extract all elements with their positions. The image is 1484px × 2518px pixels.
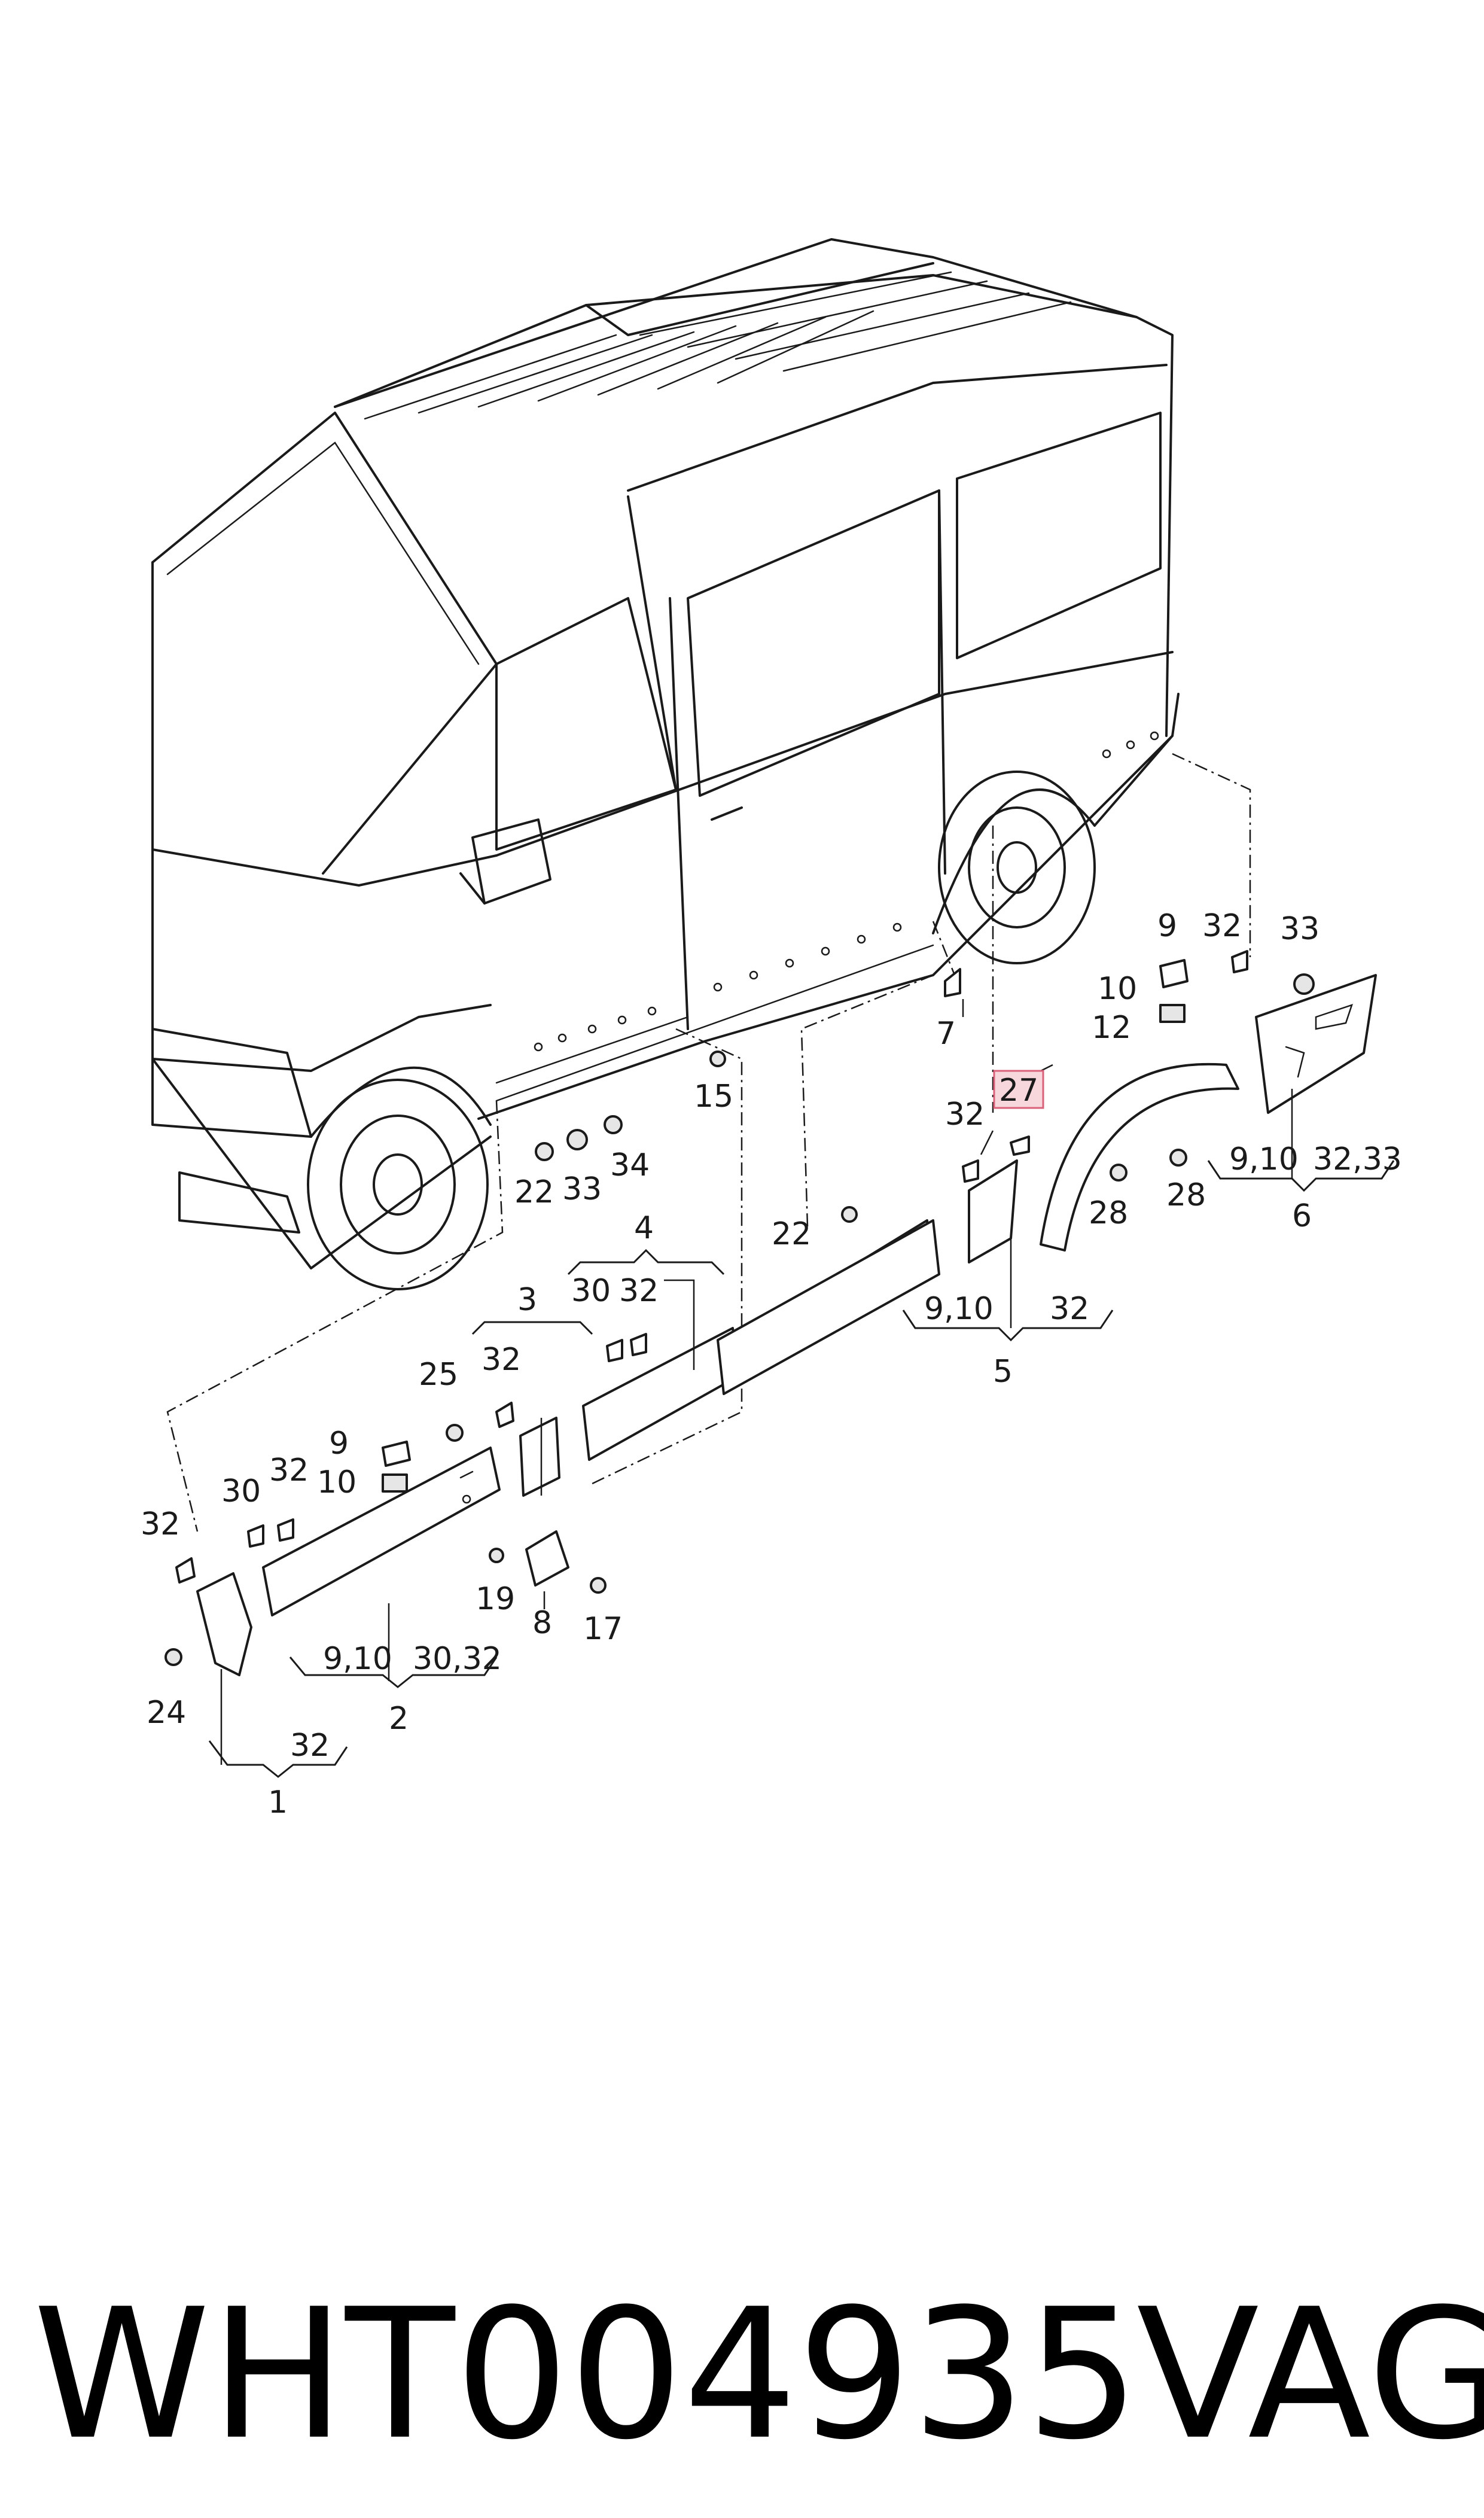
label-8: 8 <box>532 1605 552 1641</box>
trim-part-8 <box>525 1530 569 1587</box>
sill-panel-long <box>717 1219 940 1395</box>
clip-27 <box>1010 1135 1030 1156</box>
label-28-a: 28 <box>1089 1195 1128 1231</box>
label-5: 5 <box>993 1354 1013 1390</box>
highlight-box <box>993 1070 1044 1109</box>
fastener-28-a <box>1110 1164 1128 1182</box>
label-group5-a: 9,10 <box>924 1291 994 1327</box>
label-32-f: 32 <box>1202 908 1242 944</box>
relation-lines <box>166 753 1251 1532</box>
clip-30-a <box>247 1524 264 1548</box>
label-32-d: 32 <box>619 1273 659 1309</box>
trim-part-7 <box>944 968 961 997</box>
clip-32-a <box>175 1557 196 1584</box>
fastener-34 <box>604 1115 623 1134</box>
label-30-b: 30 <box>571 1273 611 1309</box>
clip-32-b <box>277 1518 294 1542</box>
label-27-highlighted: 27 <box>999 1073 1038 1109</box>
fastener-17 <box>590 1577 607 1594</box>
label-22-b: 22 <box>772 1216 811 1252</box>
label-6: 6 <box>1292 1198 1312 1234</box>
reference-code: WHT004935 <box>33 2270 1140 2479</box>
fastener-15 <box>709 1051 726 1067</box>
label-group6-a: 9,10 <box>1229 1141 1299 1177</box>
clip-10-front <box>382 1473 408 1493</box>
trim-part-3 <box>519 1417 560 1497</box>
fastener-25 <box>446 1424 464 1442</box>
fastener-22-b <box>841 1206 858 1223</box>
label-1: 1 <box>268 1785 288 1820</box>
label-33-b: 33 <box>1280 911 1320 947</box>
label-28-b: 28 <box>1166 1177 1206 1213</box>
label-19: 19 <box>476 1581 515 1617</box>
label-2: 2 <box>389 1701 409 1737</box>
clip-30-b <box>606 1339 623 1362</box>
trim-part-2 <box>262 1447 501 1616</box>
clip-32-c <box>495 1402 514 1428</box>
label-10-rear: 10 <box>1098 971 1137 1007</box>
clip-9-front <box>382 1441 411 1467</box>
label-32-e: 32 <box>945 1097 985 1132</box>
clip-9-rear <box>1159 959 1189 988</box>
fastener-33-a <box>566 1129 588 1150</box>
fastener-22-a <box>535 1142 554 1161</box>
clip-32-f <box>1231 950 1248 973</box>
fastener-33-b <box>1293 973 1315 995</box>
fastener-24 <box>164 1648 182 1666</box>
label-7: 7 <box>936 1016 956 1052</box>
wheel-arch-12 <box>1040 1062 1239 1252</box>
label-9-front: 9 <box>329 1426 349 1462</box>
brand-name: VAG <box>1136 2270 1484 2479</box>
label-30-a: 30 <box>221 1473 261 1509</box>
label-group6-b: 32,33 <box>1313 1141 1402 1177</box>
label-32-b: 32 <box>269 1453 309 1488</box>
label-4: 4 <box>634 1210 654 1246</box>
label-15: 15 <box>694 1079 733 1115</box>
trim-part-1 <box>196 1572 252 1676</box>
label-group2-a: 9,10 <box>323 1641 392 1677</box>
trim-part-6 <box>1255 974 1377 1114</box>
label-10-front: 10 <box>317 1464 356 1500</box>
clip-32-e <box>962 1159 979 1183</box>
part-labels: 1 32 2 9,10 30,32 3 4 5 9,10 32 6 9,10 3… <box>141 908 1402 1820</box>
label-group5-b: 32 <box>1050 1291 1089 1327</box>
fastener-28-b <box>1169 1149 1187 1167</box>
label-34: 34 <box>610 1147 650 1183</box>
fastener-19 <box>489 1548 504 1563</box>
label-3: 3 <box>517 1282 537 1318</box>
label-32-group1: 32 <box>290 1728 330 1764</box>
clip-32-d <box>630 1333 647 1356</box>
group-braces <box>208 1160 1395 1778</box>
label-17: 17 <box>583 1611 623 1647</box>
label-25: 25 <box>419 1357 458 1393</box>
label-group2-b: 30,32 <box>413 1641 502 1677</box>
van-illustration <box>151 238 1180 1290</box>
label-9-rear: 9 <box>1157 908 1177 944</box>
label-22-a: 22 <box>514 1174 554 1210</box>
label-33-a: 33 <box>562 1171 602 1207</box>
parts <box>164 950 1377 1676</box>
label-12: 12 <box>1092 1010 1131 1046</box>
clip-10-rear <box>1159 1004 1186 1023</box>
label-32-a: 32 <box>141 1506 180 1542</box>
label-24: 24 <box>147 1695 186 1731</box>
label-32-c: 32 <box>482 1342 521 1378</box>
